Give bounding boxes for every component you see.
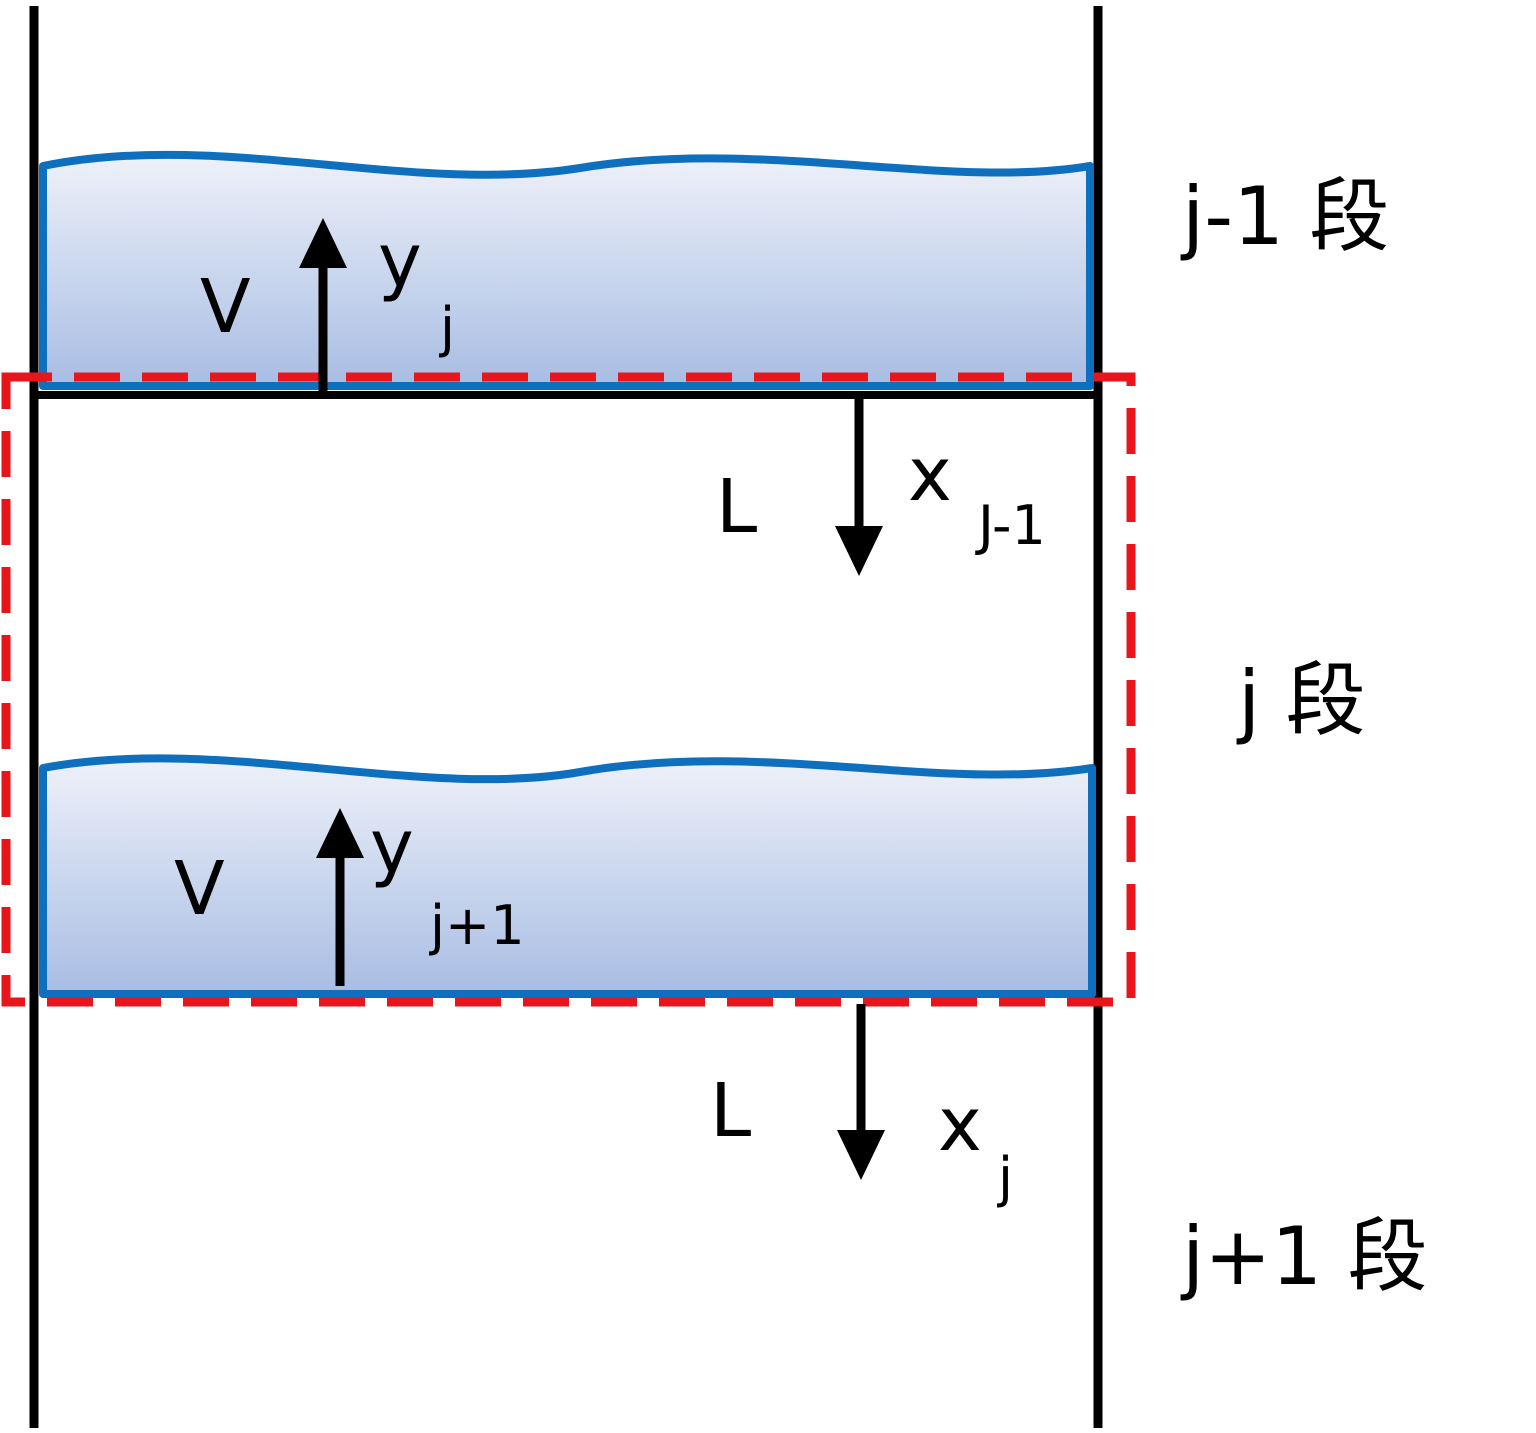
lower-liquid-arrow xyxy=(837,1004,885,1180)
lower-vapor-symbol: y xyxy=(370,804,414,890)
upper-liquid-arrow xyxy=(835,398,883,576)
stage-label-above: j-1 段 xyxy=(1180,170,1389,263)
lower-vapor-subscript: j+1 xyxy=(429,894,525,957)
lower-liquid-label: L xyxy=(710,1068,751,1154)
stage-label-current: j 段 xyxy=(1236,654,1366,747)
lower-vapor-label: V xyxy=(174,846,225,932)
lower-liquid-subscript: j xyxy=(997,1146,1013,1209)
stage-label-below: j+1 段 xyxy=(1180,1210,1428,1303)
upper-vapor-symbol: y xyxy=(378,218,422,304)
lower-liquid-symbol: x xyxy=(938,1082,982,1168)
lower-tray-liquid xyxy=(39,754,1096,998)
upper-vapor-arrow xyxy=(299,218,347,396)
upper-vapor-subscript: j xyxy=(439,296,455,359)
lower-vapor-arrow xyxy=(316,808,364,986)
upper-tray-liquid xyxy=(39,150,1094,390)
upper-vapor-label: V xyxy=(200,264,251,350)
upper-liquid-symbol: x xyxy=(908,432,952,518)
control-volume-boundary xyxy=(1,372,1136,1007)
upper-liquid-subscript: J-1 xyxy=(975,494,1046,557)
upper-liquid-label: L xyxy=(716,464,757,550)
